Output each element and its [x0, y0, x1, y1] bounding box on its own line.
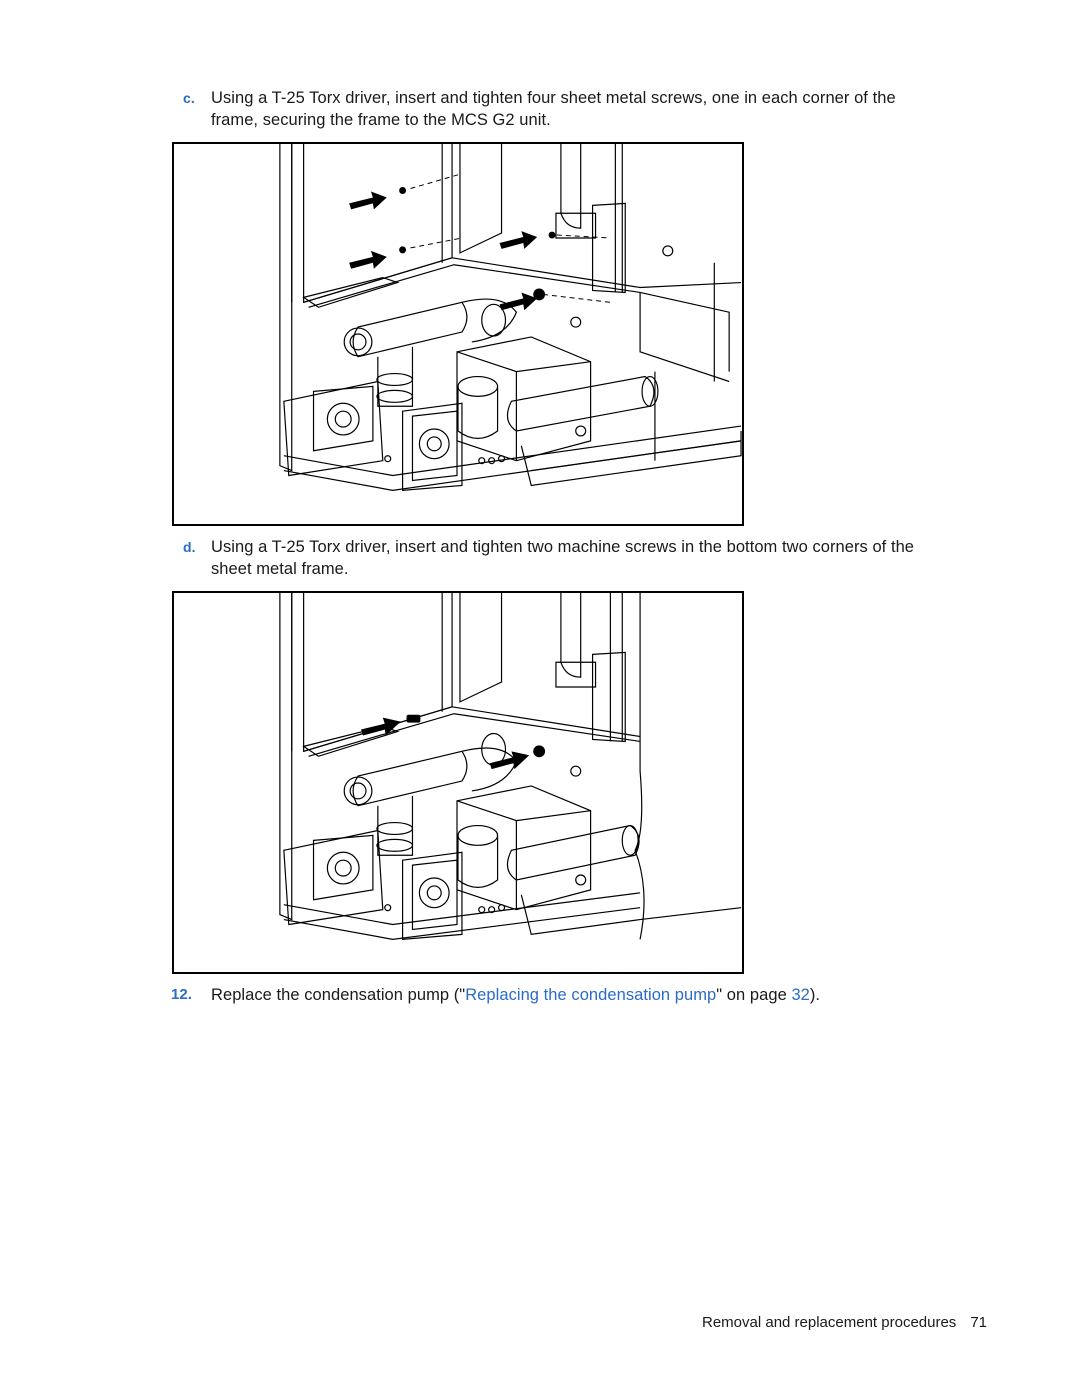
step-12-text-mid: " on page	[716, 986, 792, 1004]
arrow-machine-screw-right-icon	[489, 751, 530, 770]
step-d-line2: sheet metal frame.	[211, 560, 349, 578]
arrow-screw-mid-left-icon	[349, 250, 387, 269]
step-c: c. Using a T-25 Torx driver, insert and …	[183, 87, 991, 131]
page-number: 71	[970, 1314, 987, 1331]
arrow-screw-top-left-icon	[349, 191, 387, 210]
step-12-text-post: ).	[809, 986, 821, 1004]
arrow-screw-top-right-icon	[499, 231, 538, 249]
step-marker-12: 12.	[171, 986, 193, 1003]
step-marker-d: d.	[183, 539, 196, 555]
step-c-line2: frame, securing the frame to the MCS G2 …	[211, 111, 551, 129]
link-replacing-condensation-pump[interactable]: Replacing the condensation pump	[465, 986, 717, 1004]
step-d: d. Using a T-25 Torx driver, insert and …	[183, 536, 991, 580]
page-footer: Removal and replacement procedures 71	[702, 1314, 987, 1331]
step-12-text-pre: Replace the condensation pump ("	[211, 986, 466, 1004]
link-page-32[interactable]: 32	[791, 986, 810, 1004]
step-c-line1: Using a T-25 Torx driver, insert and tig…	[211, 89, 896, 107]
step-marker-c: c.	[183, 90, 195, 106]
arrow-screw-mid-right-icon	[499, 292, 538, 311]
footer-section-title: Removal and replacement procedures	[702, 1314, 957, 1331]
arrow-machine-screw-left-icon	[361, 717, 401, 736]
illustration-frame-four-screws	[279, 144, 742, 491]
illustration-frame-two-screws	[279, 593, 742, 940]
step-12: 12. Replace the condensation pump ("Repl…	[171, 984, 991, 1006]
step-d-line1: Using a T-25 Torx driver, insert and tig…	[211, 538, 915, 556]
figure-frame-screws	[172, 142, 744, 526]
figure-frame-machine-screws	[172, 591, 744, 974]
